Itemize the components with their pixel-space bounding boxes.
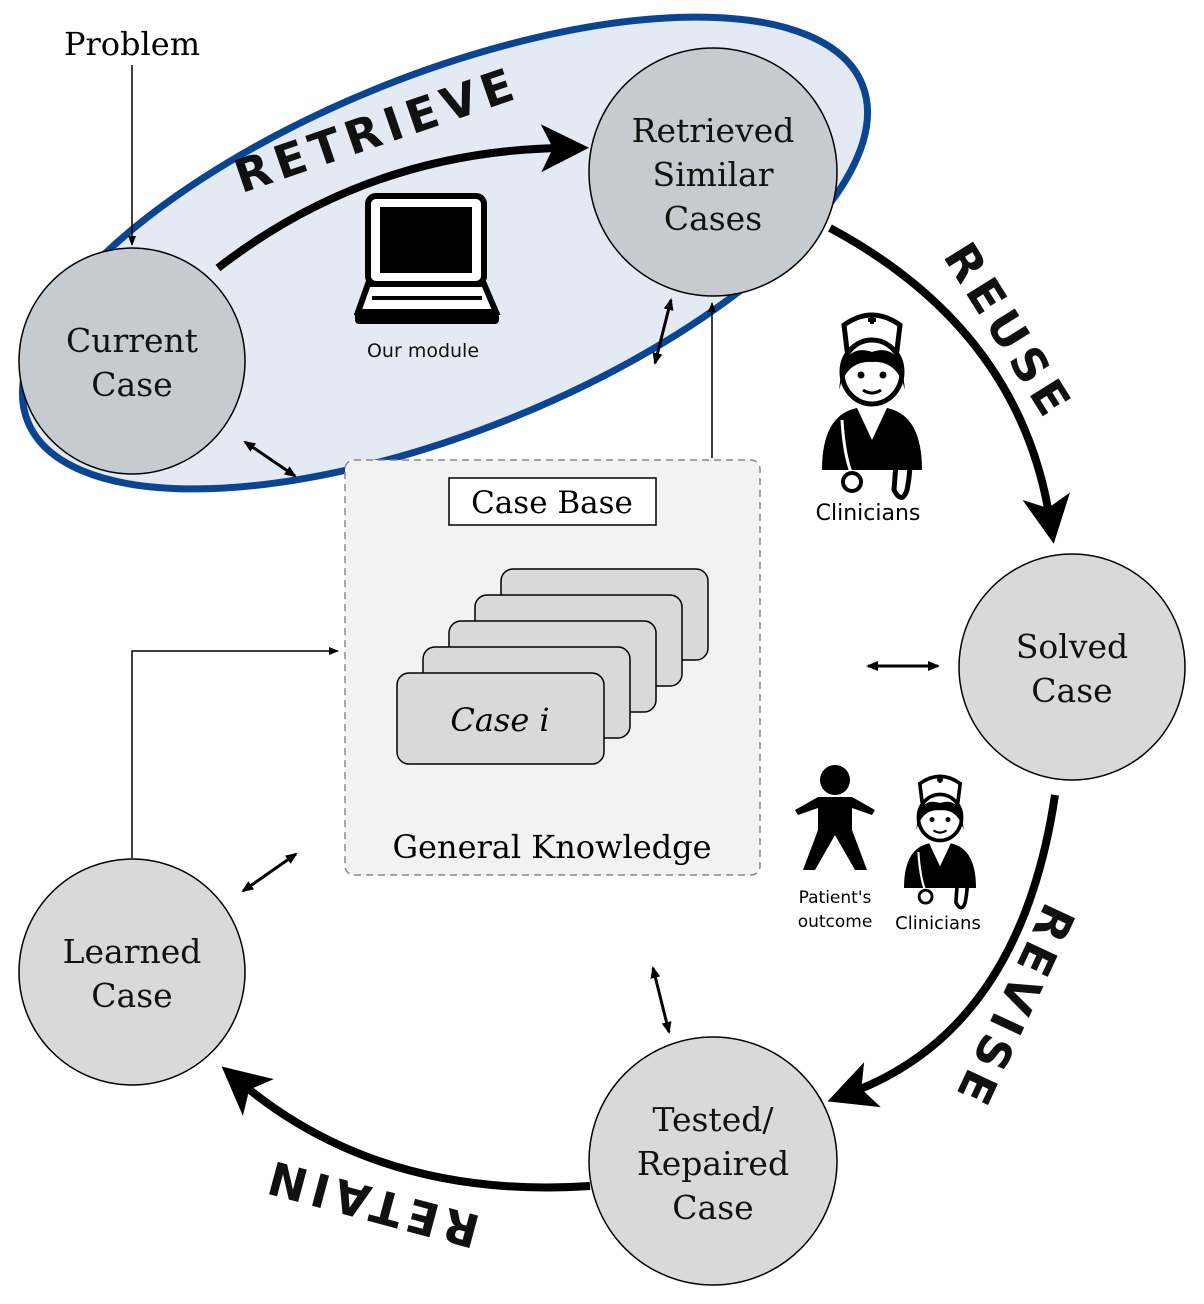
svg-text:Case: Case: [1031, 671, 1112, 710]
double-arrow: [241, 852, 298, 893]
patient-outcome-label: Patient's: [799, 888, 872, 908]
learned-to-casebase-arrow: [131, 647, 339, 858]
node-retrieved-cases: Retrieved Similar Cases: [588, 47, 838, 297]
clinician-icon: [902, 774, 978, 910]
svg-text:Learned: Learned: [63, 932, 202, 971]
svg-text:Repaired: Repaired: [637, 1144, 789, 1183]
node-current-case: Current Case: [18, 247, 246, 475]
laptop-icon: [353, 193, 501, 324]
svg-text:Case: Case: [672, 1188, 753, 1227]
retain-label: RETAIN: [257, 1149, 485, 1259]
svg-text:Tested/: Tested/: [653, 1100, 775, 1139]
retrieve-arrow: [215, 124, 589, 272]
case-card-label: Case i: [450, 701, 549, 739]
svg-text:Cases: Cases: [664, 199, 762, 238]
clinicians-top-label: Clinicians: [816, 501, 921, 526]
node-learned-case: Learned Case: [18, 858, 246, 1086]
case-base-title-box: [448, 477, 657, 526]
patient-outcome-label: outcome: [798, 912, 873, 932]
reuse-arrow: [828, 224, 1070, 544]
case-card-front: [396, 672, 605, 765]
svg-text:Current: Current: [66, 321, 198, 360]
double-arrow: [243, 440, 297, 478]
svg-text:Case: Case: [91, 365, 172, 404]
case-base-title: Case Base: [471, 485, 633, 521]
svg-text:Solved: Solved: [1016, 627, 1128, 666]
double-arrow: [652, 298, 674, 365]
our-module-label: Our module: [367, 340, 479, 362]
svg-text:Retrieved: Retrieved: [632, 111, 795, 150]
patient-icon: [795, 765, 875, 870]
clinician-icon: [822, 315, 922, 498]
general-knowledge-label: General Knowledge: [392, 828, 711, 866]
double-arrow: [650, 966, 672, 1034]
case-base: Case Base Case i General Knowledge: [344, 459, 761, 876]
clinicians-bottom-label: Clinicians: [895, 913, 981, 934]
svg-text:Similar: Similar: [652, 155, 773, 194]
retain-arrow: [221, 1066, 591, 1192]
node-tested-repaired-case: Tested/ Repaired Case: [588, 1036, 838, 1286]
svg-text:Case: Case: [91, 976, 172, 1015]
problem-label: Problem: [64, 25, 200, 63]
node-solved-case: Solved Case: [958, 553, 1186, 781]
revise-arrow: [827, 794, 1059, 1108]
